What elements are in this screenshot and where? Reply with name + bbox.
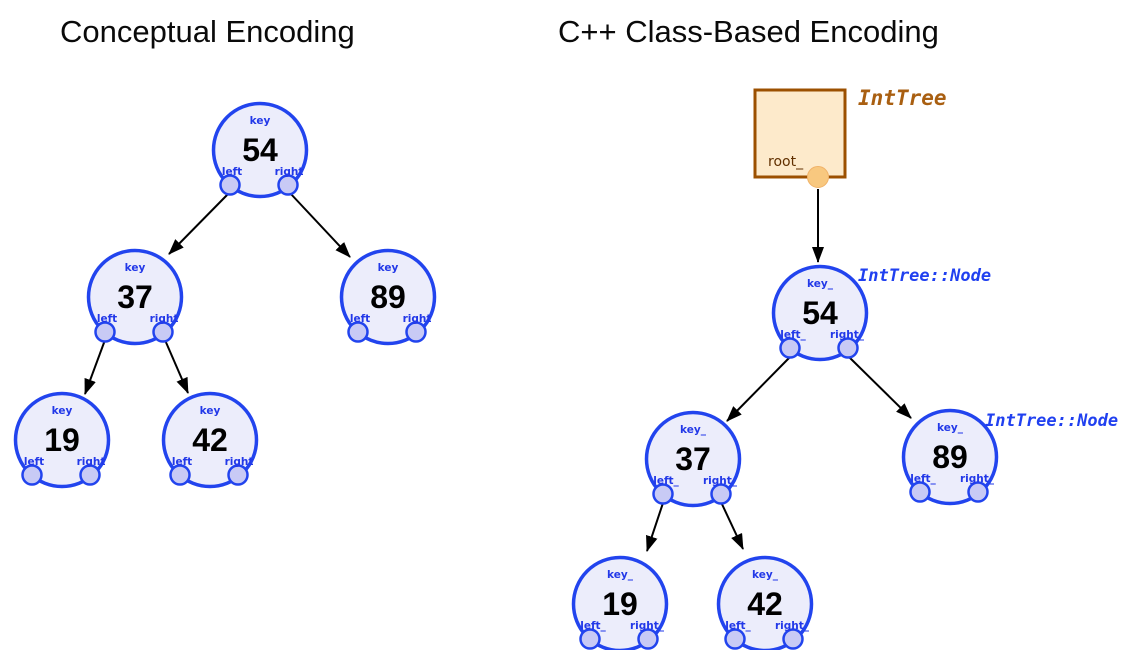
edge-37-right-to-42	[720, 501, 744, 550]
right-slot-label: right_	[775, 620, 810, 632]
left-slot-label: left	[222, 166, 242, 178]
left-slot-label: left_	[653, 475, 679, 487]
node-circle	[211, 101, 309, 199]
edge-54-left-to-37	[168, 192, 230, 255]
key-slot-label: key	[52, 405, 73, 417]
inttree-box	[753, 88, 847, 179]
key-slot-label: key_	[807, 278, 834, 290]
node-circle	[771, 264, 869, 362]
tree-node-19: key_ 19 left_ right_	[571, 555, 669, 650]
key-slot-label: key_	[680, 424, 707, 436]
tree-node-42: key_ 42 left_ right_	[716, 555, 814, 650]
edge-37-right-to-42	[164, 339, 189, 394]
right-port	[782, 628, 804, 650]
right-port	[152, 321, 174, 343]
right-port	[405, 321, 427, 343]
key-slot-label: key_	[937, 422, 964, 434]
node-circle	[339, 248, 437, 346]
edge-54-right-to-89	[289, 192, 351, 258]
key-slot-label: key	[250, 115, 271, 127]
node-value: 54	[802, 295, 838, 331]
right-slot-label: right_	[630, 620, 665, 632]
tree-node-42: key 42 left right	[161, 391, 259, 489]
left-slot-label: left_	[580, 620, 606, 632]
right-port	[710, 483, 732, 505]
tree-node-54: key_ 54 left_ right_	[771, 264, 869, 362]
node-value: 37	[675, 441, 711, 477]
node-circle	[644, 410, 742, 508]
left-port	[724, 628, 746, 650]
tree-node-89: key_ 89 left_ right_	[901, 408, 999, 506]
left-port	[94, 321, 116, 343]
root-field-label: root_	[768, 154, 804, 170]
key-slot-label: key_	[607, 569, 634, 581]
root-port	[807, 166, 829, 188]
left-port	[579, 628, 601, 650]
tree-node-89: key 89 left right	[339, 248, 437, 346]
right-port	[637, 628, 659, 650]
left-slot-label: left	[97, 313, 117, 325]
left-port	[909, 481, 931, 503]
right-slot-label: right_	[830, 329, 865, 341]
edge-54-right-to-89	[847, 355, 912, 419]
node-circle	[901, 408, 999, 506]
tree-node-54: key 54 left right	[211, 101, 309, 199]
left-port	[652, 483, 674, 505]
inttree-object: root_ IntTree	[753, 86, 947, 188]
tree-node-19: key 19 left right	[13, 391, 111, 489]
node-value: 42	[192, 422, 228, 458]
right-slot-label: right	[403, 313, 432, 325]
node-value: 37	[117, 279, 153, 315]
diagram-title-class-based: C++ Class-Based Encoding	[558, 14, 939, 49]
left-slot-label: left_	[725, 620, 751, 632]
node-value: 19	[44, 422, 80, 458]
edge-37-left-to-19	[646, 502, 664, 552]
left-slot-label: left_	[910, 473, 936, 485]
node-value: 42	[747, 586, 783, 622]
right-port	[837, 337, 859, 359]
key-slot-label: key_	[752, 569, 779, 581]
edge-37-left-to-19	[84, 339, 106, 395]
node-circle	[716, 555, 814, 650]
left-port	[219, 174, 241, 196]
key-slot-label: key	[200, 405, 221, 417]
right-slot-label: right	[225, 456, 254, 468]
right-slot-label: right	[275, 166, 304, 178]
left-port	[779, 337, 801, 359]
key-slot-label: key	[378, 262, 399, 274]
left-port	[21, 464, 43, 486]
right-slot-label: right	[150, 313, 179, 325]
tree-node-37: key_ 37 left_ right_	[644, 410, 742, 508]
left-port	[347, 321, 369, 343]
node-circle	[571, 555, 669, 650]
left-slot-label: left	[350, 313, 370, 325]
node-circle	[161, 391, 259, 489]
node-type-label: IntTree::Node	[858, 266, 991, 286]
conceptual-tree: key 54 left right key 37 left right key …	[13, 101, 437, 489]
node-type-label: IntTree::Node	[985, 411, 1118, 431]
right-slot-label: right_	[703, 475, 738, 487]
node-value: 89	[932, 439, 968, 475]
right-port	[277, 174, 299, 196]
node-value: 19	[602, 586, 638, 622]
right-slot-label: right	[77, 456, 106, 468]
right-port	[967, 481, 989, 503]
node-value: 54	[242, 132, 278, 168]
left-slot-label: left	[172, 456, 192, 468]
key-slot-label: key	[125, 262, 146, 274]
node-circle	[86, 248, 184, 346]
right-port	[79, 464, 101, 486]
right-port	[227, 464, 249, 486]
right-slot-label: right_	[960, 473, 995, 485]
left-port	[169, 464, 191, 486]
inttree-type-label: IntTree	[858, 86, 947, 110]
edge-54-left-to-37	[726, 356, 791, 422]
class-based-tree: root_ IntTree key_ 54 left_ right_ IntTr…	[571, 86, 1118, 650]
node-value: 89	[370, 279, 406, 315]
diagram-title-conceptual: Conceptual Encoding	[60, 14, 355, 49]
node-circle	[13, 391, 111, 489]
tree-node-37: key 37 left right	[86, 248, 184, 346]
left-slot-label: left	[24, 456, 44, 468]
left-slot-label: left_	[780, 329, 806, 341]
